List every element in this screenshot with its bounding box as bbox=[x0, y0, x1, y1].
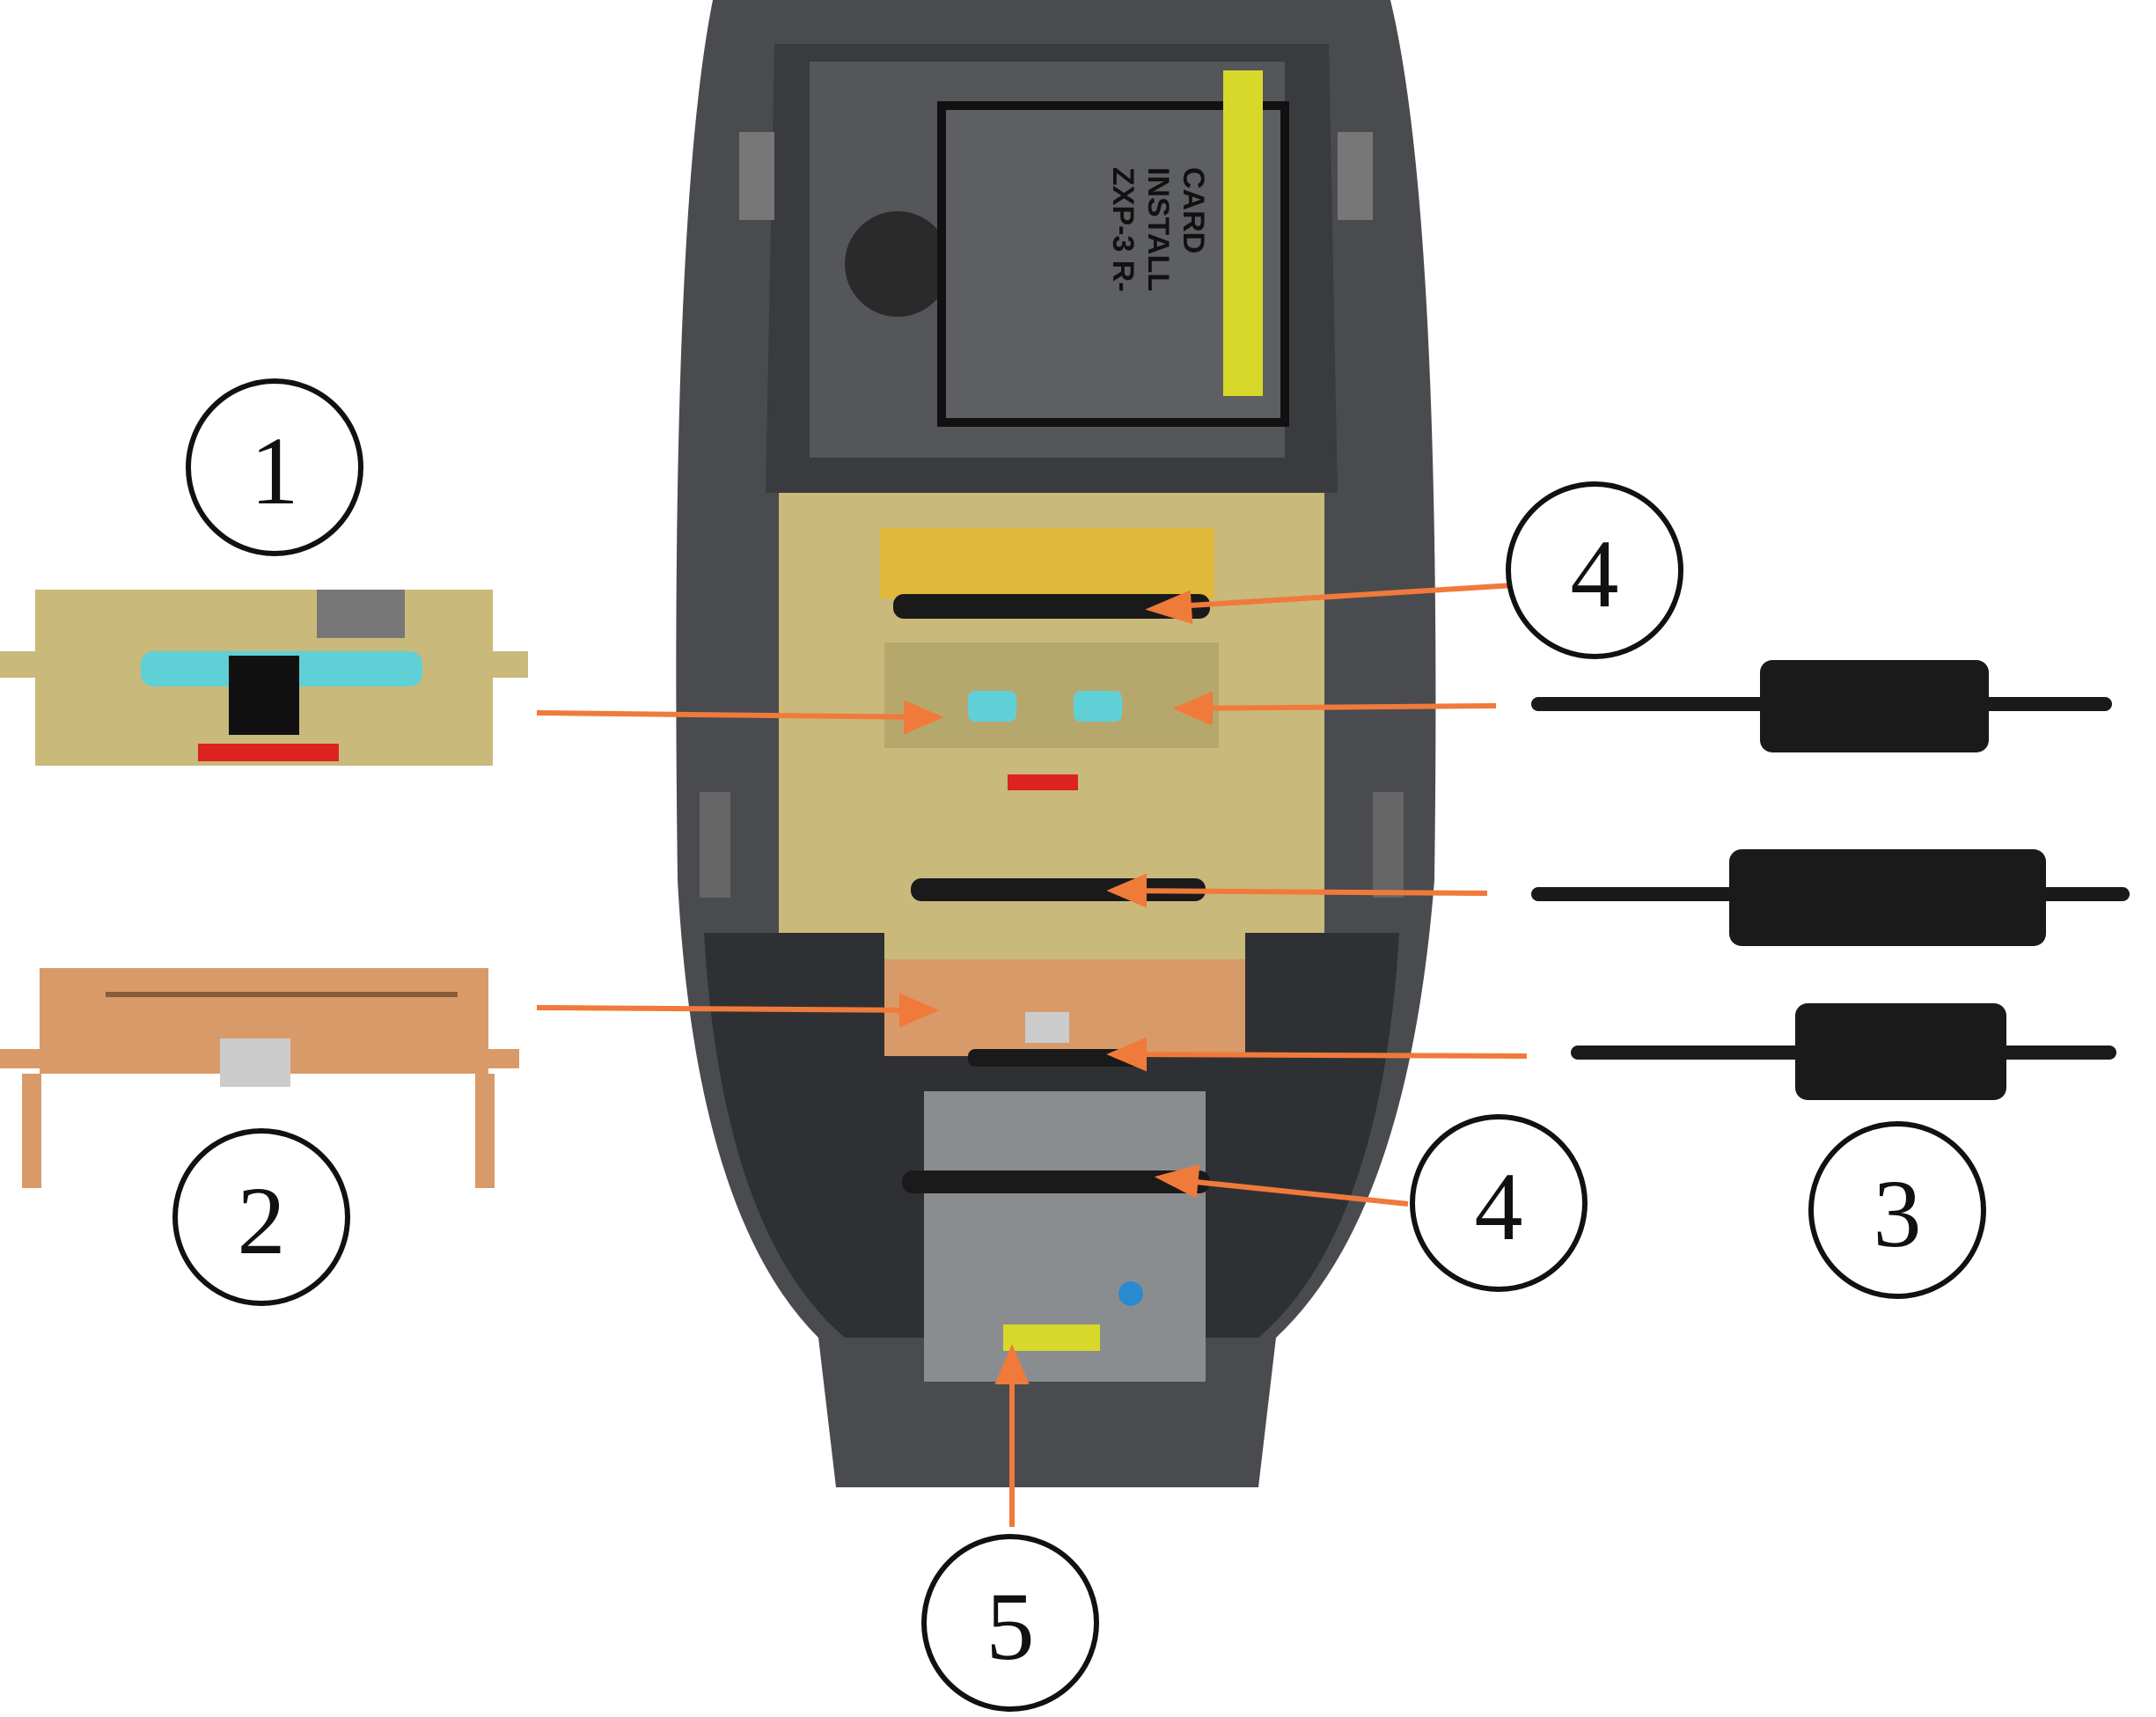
card-cartridge: CARD INSTALL ZXP-3 R- bbox=[810, 62, 1289, 458]
callout-4-bottom: 4 bbox=[1410, 1114, 1588, 1292]
callout-4-top-label: 4 bbox=[1571, 520, 1619, 627]
cleaning-cartridge-assembly bbox=[0, 590, 528, 766]
callout-2: 2 bbox=[172, 1128, 350, 1306]
callout-3: 3 bbox=[1808, 1121, 1986, 1299]
callout-5: 5 bbox=[921, 1534, 1099, 1712]
callout-5-label: 5 bbox=[986, 1573, 1035, 1680]
callout-1-label: 1 bbox=[251, 417, 299, 525]
ribbon-assembly bbox=[0, 968, 519, 1188]
callout-1: 1 bbox=[186, 378, 363, 556]
pointer-arrows bbox=[536, 583, 1528, 1527]
callout-4-top: 4 bbox=[1506, 481, 1683, 659]
callout-3-label: 3 bbox=[1874, 1160, 1922, 1267]
installed-assembly bbox=[779, 493, 1324, 1382]
callout-2-label: 2 bbox=[238, 1167, 286, 1274]
cartridge-text-line3: ZXP-3 R- bbox=[1106, 167, 1140, 292]
callout-4-bottom-label: 4 bbox=[1475, 1153, 1523, 1260]
spare-rollers bbox=[1531, 660, 2130, 1100]
cartridge-text-line1: CARD bbox=[1177, 167, 1210, 253]
cartridge-text-line2: INSTALL bbox=[1141, 167, 1175, 291]
